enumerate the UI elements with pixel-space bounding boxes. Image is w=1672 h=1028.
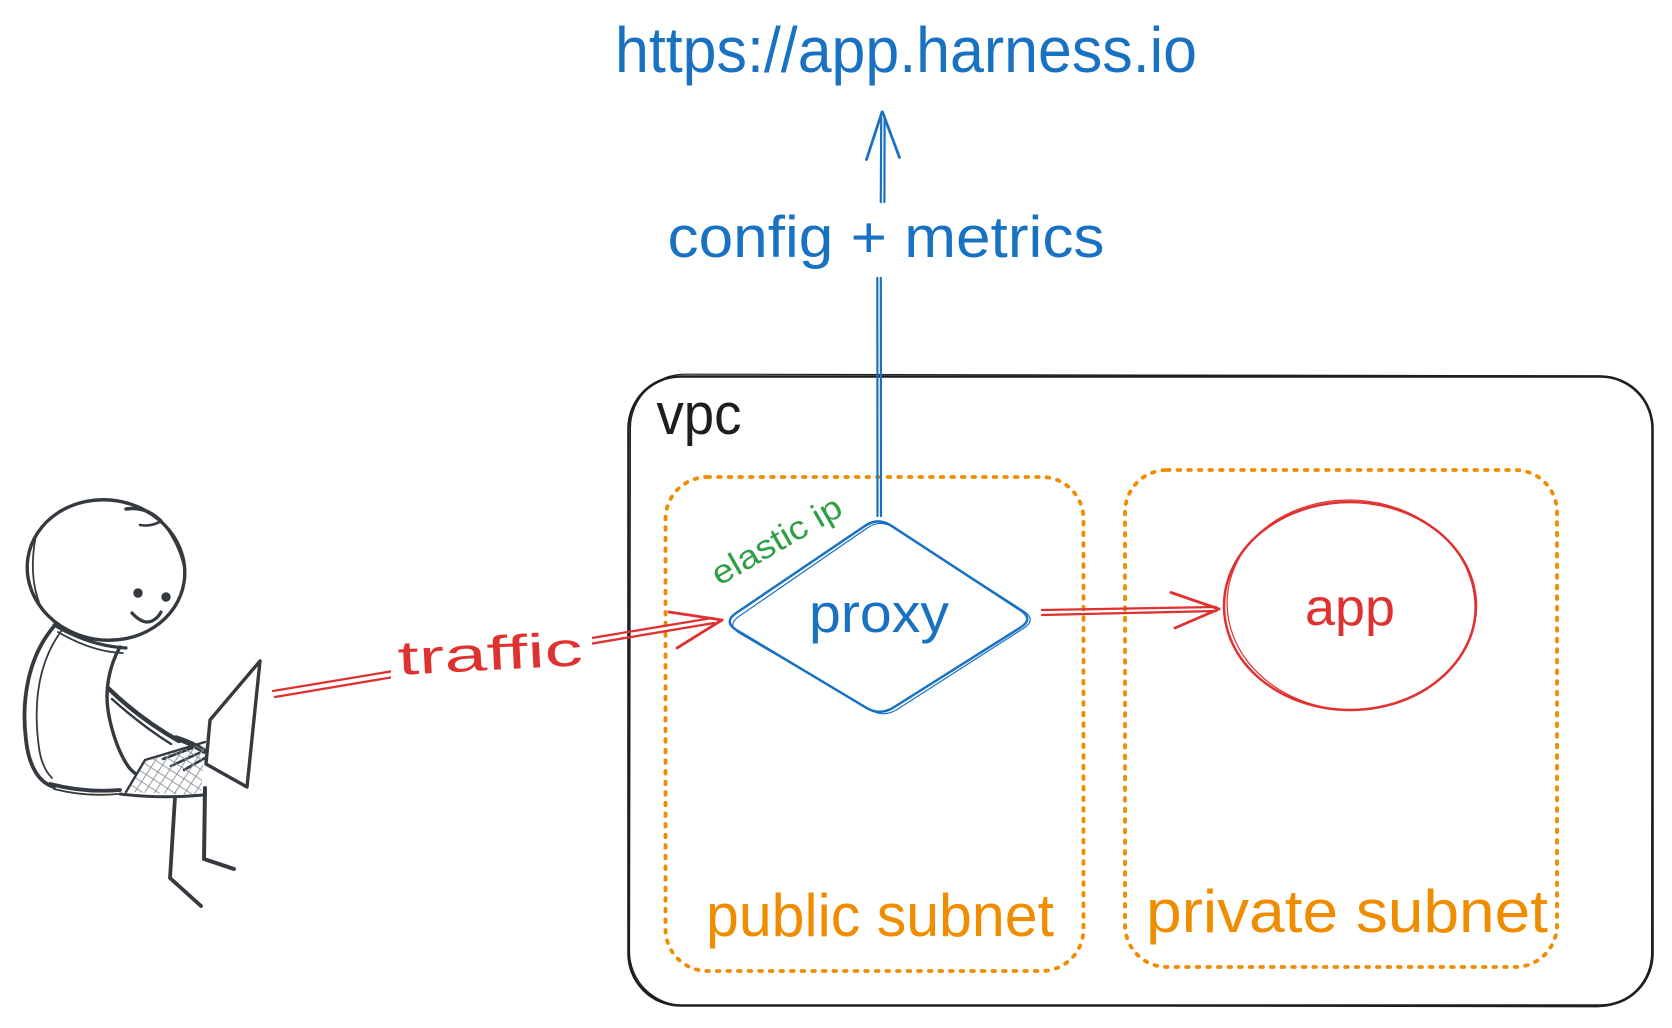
- svg-text:https://app.harness.io: https://app.harness.io: [615, 14, 1197, 86]
- svg-text:traffic: traffic: [396, 623, 584, 686]
- svg-text:app: app: [1305, 579, 1395, 637]
- svg-text:public subnet: public subnet: [706, 882, 1054, 949]
- svg-text:config + metrics: config + metrics: [668, 205, 1105, 270]
- svg-text:private subnet: private subnet: [1146, 878, 1548, 945]
- svg-text:vpc: vpc: [657, 382, 742, 447]
- svg-text:proxy: proxy: [809, 582, 950, 644]
